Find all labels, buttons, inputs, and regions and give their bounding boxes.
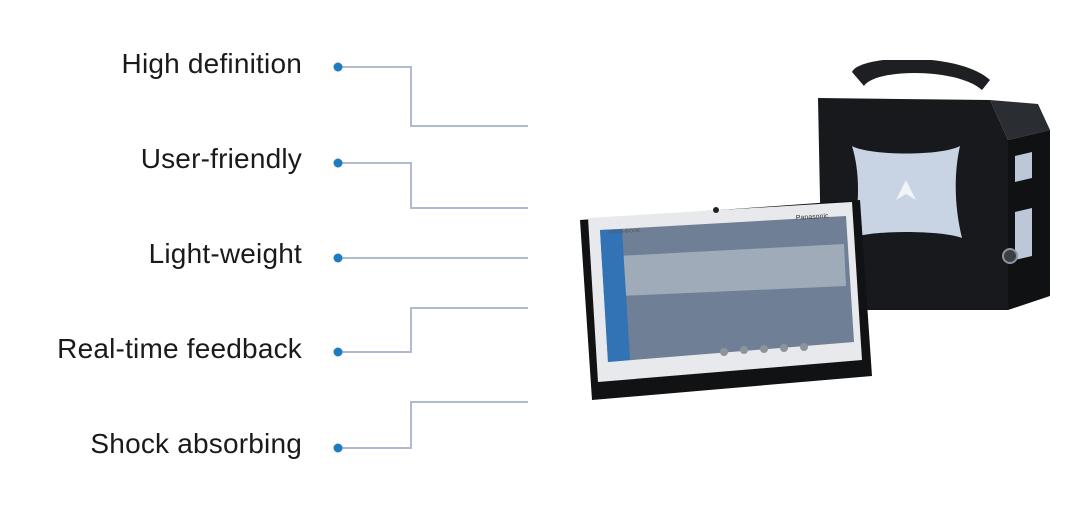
connector-real-time-feedback bbox=[338, 307, 528, 353]
dot-user-friendly bbox=[333, 158, 343, 168]
feature-label-high-definition: High definition bbox=[121, 48, 302, 79]
feature-connectors bbox=[333, 62, 528, 453]
dot-real-time-feedback bbox=[333, 347, 343, 357]
tablet-model-label: TOUGHBOOK bbox=[608, 228, 641, 236]
tablet-brand-label: Panasonic bbox=[796, 213, 830, 222]
connector-high-definition bbox=[338, 66, 528, 127]
connector-shock-absorbing bbox=[338, 401, 528, 449]
dot-shock-absorbing bbox=[333, 443, 343, 453]
generator-unit bbox=[818, 60, 1050, 310]
feature-label-light-weight: Light-weight bbox=[148, 238, 302, 269]
tablet-button-icon bbox=[740, 346, 748, 354]
tablet-button-icon bbox=[780, 344, 788, 352]
dot-light-weight bbox=[333, 253, 343, 263]
tablet-button-icon bbox=[720, 348, 728, 356]
connector-port-icon bbox=[1002, 248, 1018, 264]
feature-label-user-friendly: User-friendly bbox=[140, 143, 302, 174]
product-illustration: Panasonic TOUGHBOOK bbox=[580, 60, 1050, 400]
dot-high-definition bbox=[333, 62, 343, 72]
tablet: Panasonic TOUGHBOOK bbox=[580, 200, 872, 400]
tablet-button-icon bbox=[800, 343, 808, 351]
connector-user-friendly bbox=[338, 162, 528, 209]
tablet-camera-icon bbox=[713, 207, 719, 213]
tablet-button-icon bbox=[760, 345, 768, 353]
feature-label-real-time-feedback: Real-time feedback bbox=[57, 333, 302, 364]
feature-label-shock-absorbing: Shock absorbing bbox=[90, 428, 302, 459]
teledyne-logo-icon bbox=[896, 180, 916, 200]
